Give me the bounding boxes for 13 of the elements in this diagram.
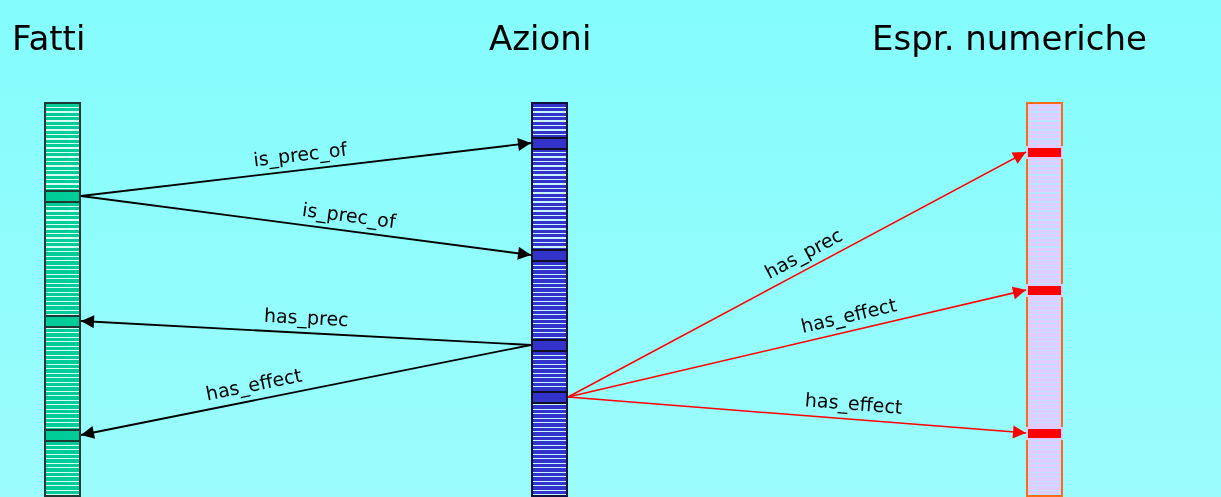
- arrow: [567, 396, 1027, 439]
- arrow: [80, 315, 532, 346]
- edge-label: is_prec_of: [250, 137, 349, 171]
- edge-label: has_effect: [202, 363, 305, 405]
- arrow: [80, 344, 532, 439]
- arrow: [567, 151, 1027, 398]
- edge-label: has_prec: [262, 303, 351, 331]
- edge-label: has_effect: [803, 388, 904, 419]
- column-heading: Fatti: [12, 18, 86, 58]
- edge-label: is_prec_of: [299, 197, 398, 233]
- column-heading: Azioni: [489, 18, 592, 58]
- arrow: [80, 195, 532, 260]
- column-heading: Espr. numeriche: [872, 18, 1147, 58]
